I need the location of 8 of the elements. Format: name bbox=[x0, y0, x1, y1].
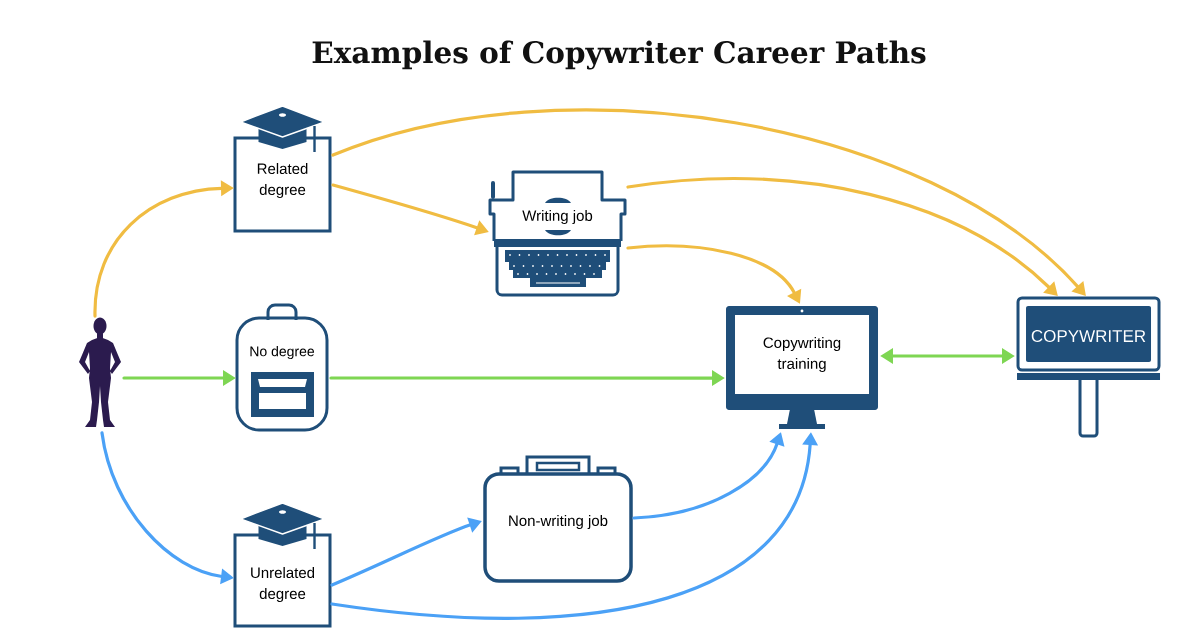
document-box: Related degree bbox=[233, 136, 332, 233]
billboard-sign: COPYWRITER bbox=[1016, 296, 1161, 438]
person-silhouette bbox=[79, 317, 121, 427]
arrow bbox=[626, 177, 1058, 296]
arrow bbox=[331, 108, 1086, 296]
document-box: Unrelated degree bbox=[233, 533, 332, 628]
title: Examples of Copywriter Career Paths bbox=[312, 40, 926, 70]
node-label: Writing job bbox=[522, 210, 593, 224]
